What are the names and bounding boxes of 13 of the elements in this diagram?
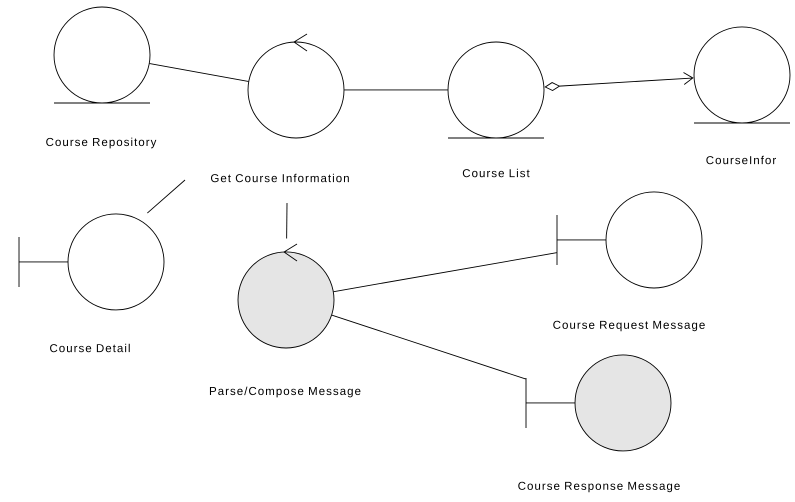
connector [146, 180, 186, 214]
node-label: Course Response Message [518, 482, 680, 492]
node-label: Course Detail [50, 344, 130, 352]
node-label: Course Request Message [553, 320, 705, 332]
connector [332, 314, 526, 380]
node-label: Course List [462, 168, 530, 178]
connector [286, 202, 288, 239]
node-label: Get Course Information [211, 174, 349, 182]
node-label: CourseInfor [706, 156, 776, 164]
connector [333, 252, 557, 292]
connector [149, 63, 249, 82]
node-label: Course Repository [46, 138, 156, 148]
node-label: Parse/Compose Message [210, 386, 360, 398]
